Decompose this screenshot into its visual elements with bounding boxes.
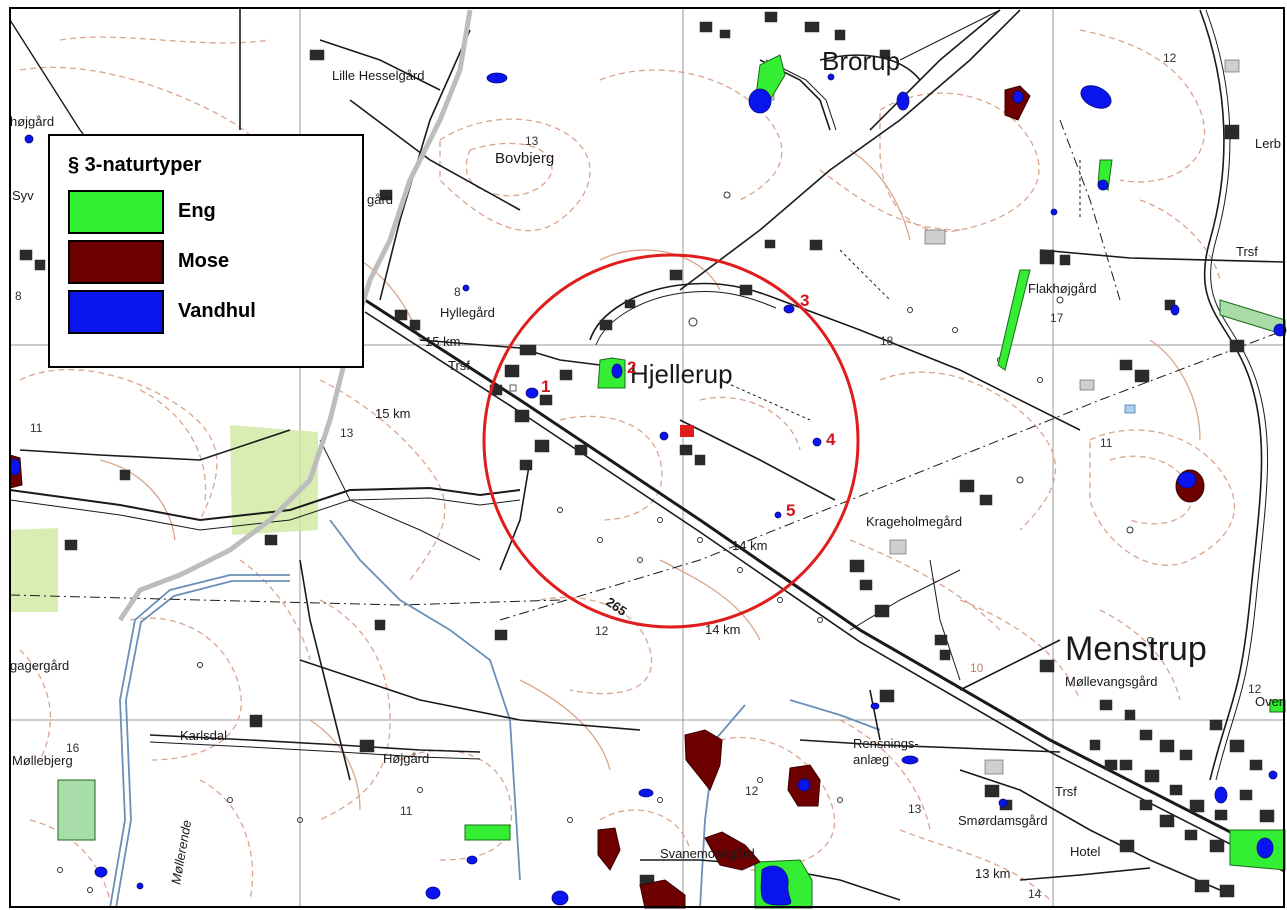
svg-text:10: 10 [970, 661, 984, 675]
label-mollevangsgard: Møllevangsgård [1065, 674, 1158, 689]
legend-title: § 3-naturtyper [68, 154, 202, 176]
label-lille-hesselgard: Lille Hesselgård [332, 68, 425, 83]
label-hellerup: Hjellerup [630, 359, 733, 389]
label-trsf-village: Trsf [448, 358, 470, 373]
label-hyllegard: Hyllegård [440, 305, 495, 320]
svg-text:12: 12 [1248, 682, 1262, 696]
label-flakhojgard: Flakhøjgård [1028, 281, 1097, 296]
legend-swatch-vandhul [68, 290, 164, 334]
label-karlsdal: Karlsdal [180, 728, 227, 743]
svg-text:12: 12 [595, 624, 609, 638]
svg-text:8: 8 [15, 289, 22, 303]
legend-swatch-mose [68, 240, 164, 284]
svg-text:13: 13 [525, 134, 539, 148]
svg-text:13: 13 [908, 802, 922, 816]
boundary-lines [9, 119, 1286, 621]
numbered-markers: 1 2 3 4 5 [541, 291, 836, 520]
svg-text:14: 14 [1028, 887, 1042, 901]
label-over: Over [1255, 694, 1284, 709]
marker-1: 1 [541, 377, 550, 396]
label-trsf-se: Trsf [1055, 784, 1077, 799]
label-brorup: Brorup [822, 46, 900, 76]
water-courses [109, 519, 881, 909]
label-13km: 13 km [975, 866, 1010, 881]
svg-text:17: 17 [1050, 311, 1064, 325]
svg-text:11: 11 [30, 421, 43, 435]
label-15km-b: 15 km [375, 406, 410, 421]
label-krageholmegard: Krageholmegård [866, 514, 962, 529]
label-smordamsgard: Smørdamsgård [958, 813, 1048, 828]
legend-item-vandhul: Vandhul [68, 290, 348, 336]
svg-text:12: 12 [1163, 51, 1177, 65]
label-gard-w: gård [367, 192, 393, 207]
label-gagergard: gagergård [10, 658, 69, 673]
svg-text:18: 18 [880, 334, 894, 348]
label-15km-a: 15 km [425, 334, 460, 349]
label-syv: Syv [12, 188, 34, 203]
legend-item-eng: Eng [68, 190, 348, 236]
marker-3: 3 [800, 291, 809, 310]
label-mollebjerg: Møllebjerg [12, 753, 73, 768]
label-hojgard-nw: højgård [10, 114, 54, 129]
legend-label-vandhul: Vandhul [178, 300, 256, 322]
label-trsf-ne: Trsf [1236, 244, 1258, 259]
buffer-circle [482, 253, 860, 629]
label-svanemosegard: Svanemosegård [660, 846, 755, 861]
map-legend: § 3-naturtyper Eng Mose Vandhul [48, 134, 364, 368]
label-hojgard-s: Højgård [383, 751, 429, 766]
label-lerb: Lerb [1255, 136, 1281, 151]
svg-text:16: 16 [66, 741, 80, 755]
label-14km-b: 14 km [705, 622, 740, 637]
marker-5: 5 [786, 501, 795, 520]
legend-item-mose: Mose [68, 240, 348, 286]
municipal-boundary [117, 9, 473, 622]
place-labels: Brorup Lille Hesselgård Bovbjerg højgård… [10, 46, 1284, 886]
label-rensningsanlaeg-1: Rensnings- [853, 736, 919, 751]
marker-4: 4 [826, 430, 836, 449]
vandhul-areas [9, 72, 1287, 906]
svg-text:13: 13 [340, 426, 354, 440]
label-bovbjerg: Bovbjerg [495, 150, 554, 167]
label-menstrup: Menstrup [1065, 630, 1207, 668]
label-14km-a: 14 km [732, 538, 767, 553]
svg-text:11: 11 [1100, 436, 1113, 450]
legend-label-eng: Eng [178, 200, 216, 222]
label-rensningsanlaeg-2: anlæg [853, 752, 889, 767]
legend-swatch-eng [68, 190, 164, 234]
elevation-labels: 12 13 8 8 18 17 11 13 11 12 16 11 12 13 … [15, 51, 1262, 901]
mose-areas [9, 85, 1205, 909]
svg-text:8: 8 [454, 285, 461, 299]
marker-2: 2 [627, 358, 636, 377]
svg-text:12: 12 [745, 784, 759, 798]
label-hotel: Hotel [1070, 844, 1100, 859]
map-point-symbols [57, 191, 1153, 893]
legend-label-mose: Mose [178, 250, 230, 272]
svg-text:11: 11 [400, 804, 413, 818]
